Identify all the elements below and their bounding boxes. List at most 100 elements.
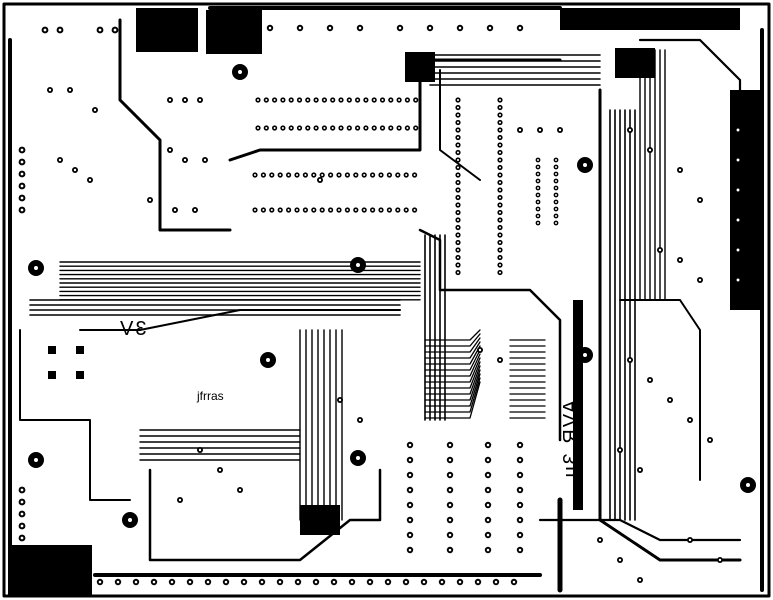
drill-hole	[698, 198, 702, 202]
drill-hole	[331, 98, 334, 102]
copper-pour-bottom-left	[8, 545, 92, 595]
drill-hole	[98, 28, 102, 32]
copper-pour-top	[206, 10, 262, 54]
drill-hole	[408, 443, 412, 447]
drill-hole	[448, 503, 452, 507]
drill-hole	[364, 98, 367, 102]
drill-hole	[356, 126, 359, 130]
drill-hole	[498, 211, 502, 214]
drill-hole	[281, 126, 284, 130]
drill-hole	[456, 248, 460, 252]
drill-hole	[518, 488, 522, 492]
drill-hole	[448, 488, 452, 492]
drill-hole	[678, 258, 682, 262]
drill-hole	[408, 518, 412, 522]
drill-hole	[58, 158, 62, 162]
square-pad	[76, 346, 84, 354]
drill-hole	[498, 226, 502, 229]
drill-hole	[329, 208, 332, 212]
drill-hole	[381, 98, 384, 102]
drill-hole	[498, 158, 502, 162]
drill-hole	[298, 98, 301, 102]
drill-hole	[364, 126, 367, 130]
drill-hole	[456, 256, 460, 259]
drill-hole	[486, 443, 490, 447]
drill-hole	[476, 580, 480, 584]
drill-hole	[428, 26, 432, 30]
drill-hole	[456, 143, 460, 147]
drill-hole	[537, 201, 539, 203]
drill-hole	[20, 208, 24, 212]
drill-hole	[268, 26, 272, 30]
drill-hole	[265, 126, 268, 130]
drill-hole	[448, 518, 452, 522]
drill-hole	[456, 151, 460, 154]
copper-pour-rail	[573, 300, 583, 510]
drill-hole	[736, 158, 740, 162]
drill-hole	[498, 256, 502, 259]
mounting-hole-center	[34, 458, 38, 462]
drill-hole	[498, 173, 502, 177]
drill-hole	[113, 28, 117, 32]
drill-hole	[373, 98, 376, 102]
drill-hole	[329, 173, 332, 177]
drill-hole	[152, 580, 156, 584]
drill-hole	[386, 580, 390, 584]
drill-hole	[537, 208, 539, 210]
drill-hole	[338, 398, 342, 402]
drill-hole	[346, 173, 349, 177]
drill-hole	[518, 26, 522, 30]
drill-hole	[396, 208, 399, 212]
drill-hole	[358, 26, 362, 30]
drill-hole	[371, 173, 374, 177]
drill-hole	[498, 196, 502, 199]
drill-hole	[498, 358, 502, 362]
drill-hole	[256, 98, 260, 102]
drill-hole	[368, 580, 372, 584]
drill-hole	[203, 158, 207, 162]
drill-hole	[168, 148, 172, 152]
drill-hole	[688, 538, 692, 542]
drill-hole	[337, 208, 341, 212]
drill-hole	[295, 173, 299, 177]
drill-hole	[486, 503, 490, 507]
drill-hole	[20, 160, 24, 164]
mounting-hole-center	[266, 358, 270, 362]
drill-hole	[628, 128, 632, 132]
mounting-hole-center	[34, 266, 38, 270]
drill-hole	[498, 98, 502, 102]
drill-hole	[408, 533, 412, 537]
drill-hole	[315, 126, 318, 130]
drill-hole	[170, 580, 174, 584]
drill-hole	[278, 580, 282, 584]
drill-hole	[555, 208, 557, 210]
drill-hole	[498, 188, 502, 192]
drill-hole	[458, 26, 462, 30]
drill-hole	[296, 580, 300, 584]
drill-hole	[321, 173, 324, 177]
drill-hole	[718, 558, 722, 562]
drill-hole	[358, 418, 362, 422]
drill-hole	[486, 458, 490, 462]
drill-hole	[346, 208, 349, 212]
drill-hole	[456, 233, 460, 237]
drill-hole	[379, 208, 383, 212]
drill-hole	[537, 222, 539, 224]
drill-hole	[414, 98, 417, 102]
drill-hole	[68, 88, 72, 92]
drill-hole	[363, 173, 366, 177]
drill-hole	[218, 468, 222, 472]
drill-hole	[295, 208, 299, 212]
drill-hole	[448, 443, 452, 447]
drill-hole	[498, 166, 502, 169]
drill-hole	[193, 208, 197, 212]
drill-hole	[405, 208, 408, 212]
drill-hole	[381, 126, 384, 130]
drill-hole	[331, 126, 334, 130]
drill-hole	[373, 126, 376, 130]
drill-hole	[498, 128, 502, 132]
copper-pour-center	[405, 52, 435, 82]
drill-hole	[262, 173, 265, 177]
drill-hole	[736, 128, 740, 132]
drill-hole	[304, 173, 307, 177]
